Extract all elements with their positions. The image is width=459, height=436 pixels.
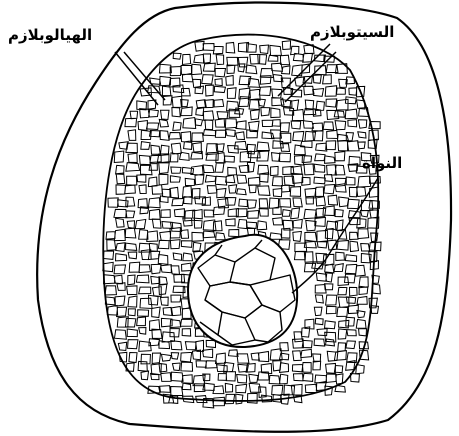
- nucleus-label: النواة: [362, 156, 402, 171]
- mesh-cells: [103, 41, 381, 408]
- cytoplasm-mesh: [103, 41, 381, 408]
- hyaloplasm-label: الهيالوبلازم: [8, 28, 92, 43]
- cytoplasm-label: السيتوبلازم: [310, 25, 394, 40]
